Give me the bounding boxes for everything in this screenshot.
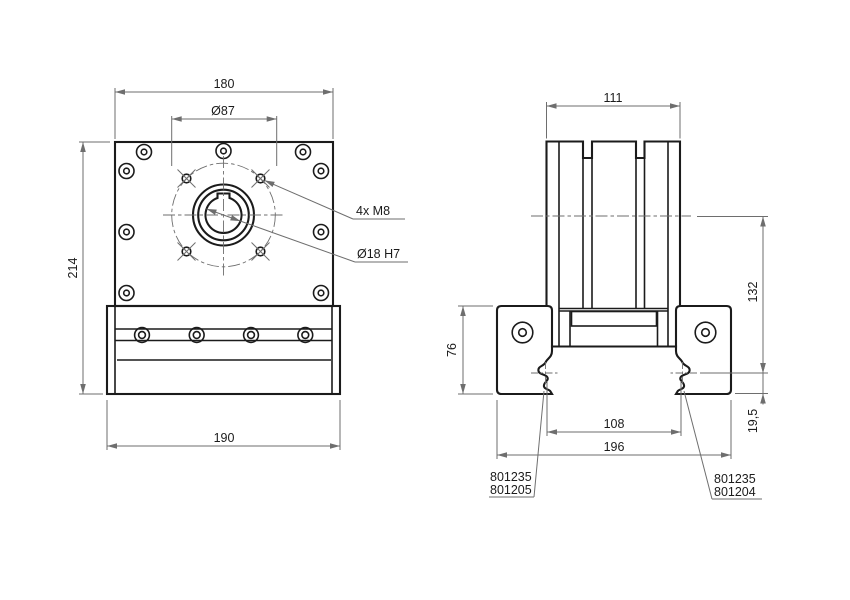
bolt-3 [242,326,260,344]
side-left-block [495,304,560,396]
dim-text-groove-span: 108 [604,417,625,431]
front-base-bolts [133,326,314,344]
m8-hole [251,169,270,188]
counterbore-hole [294,143,312,161]
front-m8-holes [177,169,270,261]
clamp-block [495,304,554,396]
leader-line-bore [240,220,356,263]
bolt-4 [297,326,314,344]
dim-text-bolt-circle: Ø87 [211,104,235,118]
front-dimensions: 180 Ø87 214 190 4x M8 Ø18 H7 [66,77,408,450]
block-hole-inner [700,327,711,338]
label-mount-holes: 4x M8 [356,204,390,218]
counterbore-hole [135,143,153,161]
dim-text-height: 214 [66,258,80,279]
part-number: 801235 [490,470,532,484]
part-number: 801205 [490,483,532,497]
dim-text-total-width: 196 [604,440,625,454]
dim-text-base-width: 190 [214,431,235,445]
side-right-block [668,304,733,396]
right-part-callout: 801235 801204 [683,390,762,500]
bore-diameter-line [206,208,241,222]
leader-line [683,390,713,500]
part-number: 801235 [714,472,756,486]
boss-inner-circle [197,188,250,242]
counterbore-hole [118,162,135,180]
block-hole-outer [511,321,534,344]
dim-text-width: 180 [214,77,235,91]
counterbore-hole [118,284,135,302]
bolt-1 [133,326,151,344]
front-part-outline [105,140,342,396]
block-hole-inner [517,327,528,338]
m8-hole [177,169,196,188]
dim-text-195: 19,5 [746,409,760,433]
rail-clamp-box [570,310,658,327]
part-number: 801204 [714,485,756,499]
left-part-callout: 801235 801205 [489,390,545,498]
dim-text-body-width: 111 [603,91,622,105]
counterbore-hole [312,284,330,302]
m8-hole [251,242,270,261]
body-outline [545,140,682,308]
side-view: 111 132 19,5 76 108 [445,91,768,500]
counterbore-hole [312,223,330,241]
label-bore: Ø18 H7 [357,247,400,261]
side-dimensions: 111 132 19,5 76 108 [445,91,768,500]
front-base [105,304,342,396]
counterbore-hole [118,223,135,241]
side-body [531,140,691,348]
counterbore-hole [312,162,330,180]
leader-line [533,390,545,498]
front-plate-holes [118,142,330,302]
block-hole-outer [694,321,717,344]
front-plate [113,140,335,308]
dim-text-132: 132 [746,282,760,303]
bolt-2 [188,326,205,344]
clamp-block [674,304,733,396]
m8-hole [177,242,196,261]
front-view: 180 Ø87 214 190 4x M8 Ø18 H7 [66,77,408,450]
leader-line-m8 [264,179,354,220]
dim-text-block-height: 76 [445,343,459,357]
